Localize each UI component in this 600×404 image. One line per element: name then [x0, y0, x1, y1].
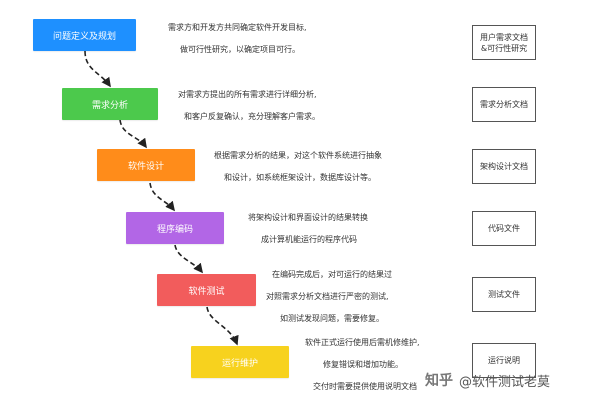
description-line: 成计算机能运行的程序代码: [261, 235, 357, 244]
document-label: 测试文件: [488, 290, 520, 299]
description-line: 和设计，如系统框架设计，数据库设计等。: [224, 173, 376, 182]
description-line: 需求方和开发方共同确定软件开发目标,: [168, 23, 307, 32]
document-label: &可行性研究: [480, 43, 528, 53]
arrow-5: [206, 306, 239, 346]
arrow-2: [119, 119, 147, 149]
description-testing: 在编码完成后，对可运行的结果过 对照需求分析文档进行严密的测试, 如测试发现问题…: [266, 264, 392, 330]
document-requirements-analysis: 需求分析文档: [472, 87, 536, 122]
document-requirements-feasibility: 用户需求文档 &可行性研究: [472, 25, 536, 60]
description-coding: 将架构设计和界面设计的结果转换 成计算机能运行的程序代码: [248, 207, 368, 251]
description-line: 对照需求分析文档进行严密的测试,: [266, 292, 389, 301]
document-label: 架构设计文档: [480, 162, 528, 171]
arrow-3: [149, 182, 176, 212]
description-line: 修复错误和增加功能。: [323, 360, 403, 369]
phase-testing: 软件测试: [157, 274, 256, 306]
description-line: 将架构设计和界面设计的结果转换: [248, 213, 368, 222]
phase-software-design: 软件设计: [97, 149, 195, 181]
description-line: 和客户反复确认，充分理解客户需求。: [184, 112, 320, 121]
watermark-author: @软件测试老莫: [459, 374, 551, 390]
description-line: 对需求方提出的所有需求进行详细分析,: [178, 90, 317, 99]
description-line: 交付时需要提供使用说明文档: [313, 382, 417, 391]
description-line: 做可行性研究，以确定项目可行。: [180, 45, 300, 54]
arrow-4: [174, 244, 204, 274]
phase-coding: 程序编码: [126, 212, 224, 244]
description-line: 根据需求分析的结果，对这个软件系统进行抽象: [214, 151, 382, 160]
phase-maintenance: 运行维护: [191, 346, 289, 378]
document-code-files: 代码文件: [472, 211, 536, 246]
document-architecture-design: 架构设计文档: [472, 149, 536, 184]
description-maintenance: 软件正式运行使用后需机修维护, 修复错误和增加功能。 交付时需要提供使用说明文档: [299, 332, 420, 398]
document-label: 用户需求文档: [480, 32, 528, 42]
watermark: 知乎 @软件测试老莫: [425, 370, 550, 390]
description-line: 在编码完成后，对可运行的结果过: [272, 270, 392, 279]
description-software-design: 根据需求分析的结果，对这个软件系统进行抽象 和设计，如系统框架设计，数据库设计等…: [214, 145, 382, 189]
phase-requirements-analysis: 需求分析: [62, 88, 158, 120]
description-problem-definition: 需求方和开发方共同确定软件开发目标, 做可行性研究，以确定项目可行。: [168, 17, 307, 61]
zhihu-logo: 知乎: [425, 373, 453, 389]
document-operation-manual: 运行说明: [472, 343, 536, 378]
description-requirements-analysis: 对需求方提出的所有需求进行详细分析, 和客户反复确认，充分理解客户需求。: [178, 84, 320, 128]
document-label: 运行说明: [488, 356, 520, 365]
description-line: 软件正式运行使用后需机修维护,: [305, 338, 420, 347]
phase-problem-definition: 问题定义及规划: [33, 19, 136, 51]
document-label: 需求分析文档: [480, 100, 528, 109]
document-test-files: 测试文件: [472, 277, 536, 312]
arrow-1: [84, 50, 111, 88]
document-label: 代码文件: [488, 224, 520, 233]
description-line: 如测试发现问题，需要修复。: [280, 314, 384, 323]
